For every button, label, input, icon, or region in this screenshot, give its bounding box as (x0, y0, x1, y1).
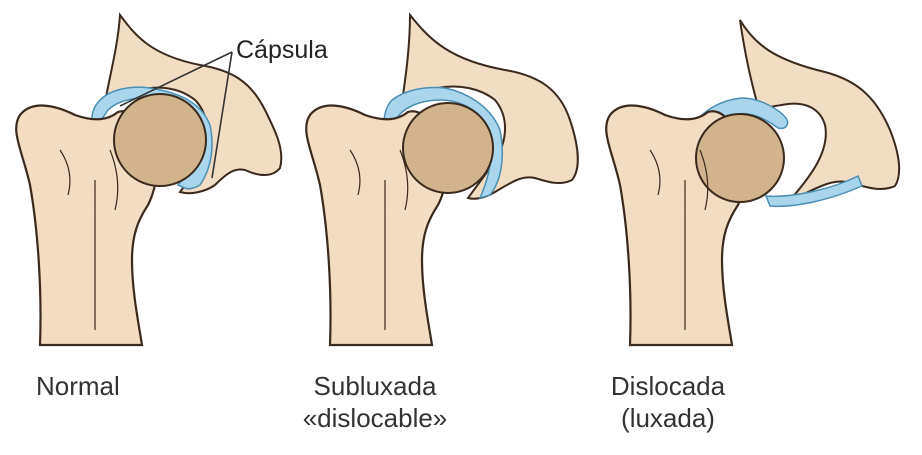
dislocated-joint (606, 20, 899, 345)
caption-normal: Normal (36, 370, 120, 402)
femoral-head-dislocated (696, 114, 784, 202)
capsule-label: Cápsula (236, 36, 328, 65)
femoral-head-subluxated (403, 103, 493, 193)
caption-subluxated-line2: «dislocable» (300, 402, 450, 434)
caption-dislocated-line1: Dislocada (598, 370, 738, 402)
subluxated-joint (306, 15, 578, 345)
caption-subluxated: Subluxada «dislocable» (300, 370, 450, 434)
caption-dislocated: Dislocada (luxada) (598, 370, 738, 434)
caption-normal-text: Normal (36, 371, 120, 401)
caption-dislocated-line2: (luxada) (598, 402, 738, 434)
femoral-head-normal (114, 94, 206, 186)
caption-subluxated-line1: Subluxada (300, 370, 450, 402)
